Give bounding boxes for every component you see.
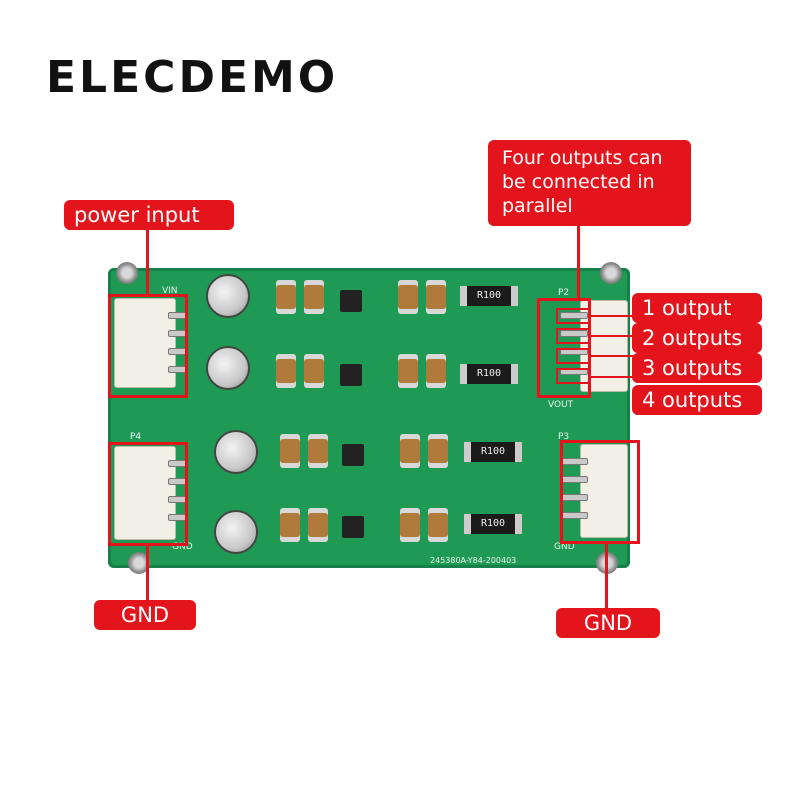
gnd-connector-left	[114, 446, 176, 540]
ic-chip	[340, 290, 362, 312]
smd-capacitor	[428, 434, 448, 468]
output-pin	[560, 312, 588, 319]
label-gnd-left: GND	[94, 600, 196, 630]
silk-gnd-left: GND	[172, 542, 193, 552]
electrolytic-capacitor	[206, 274, 250, 318]
label-3-outputs: 3 outputs	[632, 353, 762, 383]
label-gnd-right: GND	[556, 608, 660, 638]
mounting-hole-bottom-left	[128, 552, 150, 574]
output-pin-1-marker	[556, 308, 590, 324]
label-4-outputs: 4 outputs	[632, 385, 762, 415]
mounting-hole-top-right	[600, 262, 622, 284]
smd-capacitor	[276, 280, 296, 314]
smd-capacitor	[400, 434, 420, 468]
smd-capacitor	[304, 280, 324, 314]
label-1-output: 1 output	[632, 293, 762, 323]
shunt-resistor: R100	[460, 286, 518, 306]
output-pin-3-marker	[556, 348, 590, 364]
silk-p3: P3	[558, 432, 570, 442]
shunt-resistor: R100	[464, 442, 522, 462]
smd-capacitor	[428, 508, 448, 542]
smd-capacitor	[426, 280, 446, 314]
smd-capacitor	[398, 280, 418, 314]
silk-vout: VOUT	[548, 400, 574, 410]
leader-power-input	[146, 228, 149, 294]
smd-capacitor	[304, 354, 324, 388]
electrolytic-capacitor	[214, 430, 258, 474]
leader-gnd-left	[146, 546, 149, 600]
output-pin	[560, 330, 588, 337]
leader-out1	[590, 315, 634, 317]
silk-vin: VIN	[162, 286, 178, 296]
mounting-hole-top-left	[116, 262, 138, 284]
gnd-connector-right	[580, 444, 628, 538]
silk-serial: 245380A-Y84-200403	[430, 556, 517, 565]
ic-chip	[342, 444, 364, 466]
smd-capacitor	[398, 354, 418, 388]
smd-capacitor	[426, 354, 446, 388]
smd-capacitor	[276, 354, 296, 388]
shunt-resistor: R100	[464, 514, 522, 534]
electrolytic-capacitor	[206, 346, 250, 390]
pcb-board: R100 R100 R100 R100 VIN VOUT GND GND P2 …	[108, 262, 630, 574]
highlight-gnd-right	[560, 440, 640, 544]
output-pin-2-marker	[556, 328, 590, 344]
label-parallel-note: Four outputs can be connected in paralle…	[488, 140, 691, 226]
silk-p4: P4	[130, 432, 142, 442]
smd-capacitor	[308, 508, 328, 542]
label-2-outputs: 2 outputs	[632, 323, 762, 353]
output-pin-4-marker	[556, 368, 590, 384]
shunt-resistor: R100	[460, 364, 518, 384]
ic-chip	[342, 516, 364, 538]
leader-parallel-note	[577, 224, 580, 298]
smd-capacitor	[400, 508, 420, 542]
label-power-input: power input	[64, 200, 234, 230]
leader-gnd-right	[605, 544, 608, 610]
electrolytic-capacitor	[214, 510, 258, 554]
leader-out2	[590, 335, 634, 337]
highlight-gnd-left	[108, 442, 188, 546]
silk-p2: P2	[558, 288, 570, 298]
input-connector	[114, 298, 176, 388]
highlight-power-input	[108, 294, 188, 398]
silk-gnd-right: GND	[554, 542, 575, 552]
leader-out3	[590, 355, 634, 357]
leader-out4	[590, 376, 634, 378]
smd-capacitor	[308, 434, 328, 468]
smd-capacitor	[280, 434, 300, 468]
ic-chip	[340, 364, 362, 386]
brand-logo: ELECDEMO	[46, 52, 339, 103]
smd-capacitor	[280, 508, 300, 542]
